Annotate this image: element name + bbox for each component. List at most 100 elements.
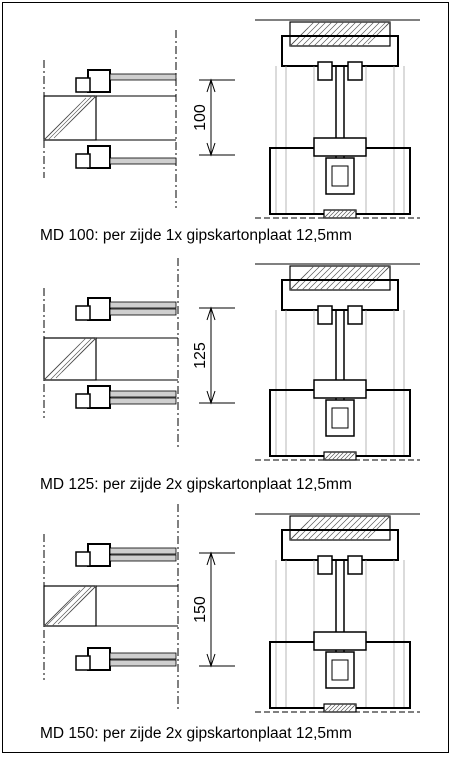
hatch-line [327,703,337,713]
guide-left [317,555,333,575]
gypsum-board [109,308,177,316]
wall-section-detail [43,504,179,710]
guide-left [317,305,333,325]
dimension-label: 100 [192,104,209,131]
upper-profile [75,543,177,567]
hatch-line [361,265,387,291]
u-profile [87,145,111,169]
hatch-line [361,21,387,47]
hatch-line [343,451,353,461]
outline [43,337,97,381]
panel-caption: MD 125: per zijde 2x gipskartonplaat 12,… [40,476,352,493]
arrow-head-top [206,306,216,321]
u-profile [87,69,111,93]
hatch-line [343,703,353,713]
hatch-line [331,515,357,541]
hatch-line [337,515,363,541]
hatch-line [289,515,315,541]
wall-slab [43,337,97,381]
floor-guide [323,209,357,219]
gypsum-board [109,554,177,562]
outline [43,585,97,627]
roller [331,165,349,187]
profile-clip [75,153,91,169]
hatch-line [343,21,369,47]
top-track-block [289,515,391,541]
guide-right [347,555,363,575]
u-profile [87,385,111,409]
top-profile [281,529,399,561]
hatch-line [343,265,369,291]
hatch-line [289,21,315,47]
hatch-line [323,209,333,219]
hatch-line [289,265,315,291]
hatch-line [313,21,339,47]
gypsum-board [109,397,177,405]
panel-md150: 150 MD 150: per zijde 2x gipskartonplaat… [0,498,453,748]
hatch-line [331,265,357,291]
figure-frame [2,2,449,753]
hatch-line [349,21,375,47]
hatch-line [385,21,391,27]
profile-clip [75,77,91,93]
gypsum-board [109,390,177,398]
hatch-line [47,95,93,141]
hatch-line [349,265,375,291]
hatch-line [335,451,345,461]
hatch-line [301,21,327,47]
gypsum-board [109,157,177,165]
hatch-line [295,515,321,541]
door-rail-detail [255,513,420,713]
wall-slab [43,95,97,141]
u-profile [87,297,111,321]
top-profile [281,35,399,67]
section-drawing-md150: 150 [43,504,420,713]
arrow-head-top [206,551,216,566]
roller-carriage [325,399,355,437]
hatch-line [339,703,349,713]
hatch-line [355,21,381,47]
section-drawing-md100: 100 [43,19,420,219]
lower-profile [75,145,177,169]
profile-clip [75,305,91,321]
roller-carriage [325,157,355,195]
lower-profile [75,385,177,409]
hatch-line [93,585,97,589]
hatch-line [319,515,345,541]
hatch-line [327,209,337,219]
hatch-line [45,585,87,627]
hatch-line [323,703,333,713]
section-drawing-md125: 125 [43,258,420,461]
hatch-line [319,21,345,47]
wall-section-detail [43,30,177,208]
panel-md125: 125 MD 125: per zijde 2x gipskartonplaat… [0,248,453,498]
arrow-head-top [206,78,216,93]
guide-left [317,61,333,81]
guide-right [347,61,363,81]
hatch-line [337,21,363,47]
guide-right [347,305,363,325]
door-rail-detail [255,19,420,219]
gypsum-board [109,73,177,81]
hatch-line [351,209,357,215]
hatch-line [325,515,351,541]
hatch-line [307,21,333,47]
dimension-line [199,78,235,157]
hatch-line [343,515,369,541]
hatch-line [89,95,97,103]
hatch-line [335,703,345,713]
hatch-line [327,451,337,461]
profile-clip [75,393,91,409]
carriage-top [313,379,367,399]
hatch-line [351,451,357,457]
hatch-line [325,265,351,291]
hatch-line [325,21,351,47]
hatch-line [339,451,349,461]
upper-profile [75,297,177,321]
floor-guide [323,451,357,461]
u-profile [87,647,111,671]
gypsum-board [109,659,177,667]
floor-guide [323,703,357,713]
profile-clip [75,551,91,567]
top-track-block [289,265,391,291]
